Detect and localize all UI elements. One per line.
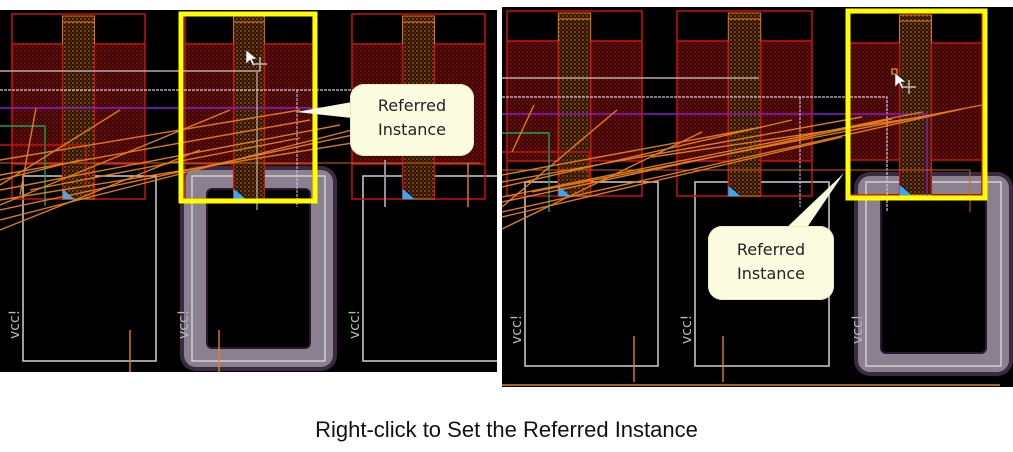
flight-line (511, 104, 535, 153)
metal-wire (502, 132, 550, 212)
flight-line (502, 116, 863, 183)
pin-marker-icon (233, 189, 246, 199)
figure-caption: Right-click to Set the Referred Instance (315, 417, 698, 442)
pin-box-outline (22, 175, 157, 362)
flight-line (29, 137, 301, 191)
referred-instance-callout: Referred Instance (350, 84, 474, 156)
cell-instance[interactable] (506, 10, 643, 197)
poly-gate (727, 12, 762, 197)
vcc-pin-box[interactable]: vcc! (176, 166, 337, 371)
metal-wire (502, 113, 928, 197)
cell-instance[interactable] (676, 10, 813, 197)
pin-label: vcc! (7, 310, 23, 339)
layout-canvas-after[interactable]: vcc! vcc! vcc! Referred Instance (502, 7, 1013, 387)
poly-gate (899, 14, 932, 196)
mouse-cursor-icon (894, 72, 907, 90)
pin-label: vcc! (509, 315, 525, 344)
layout-view-after[interactable]: vcc! vcc! vcc! (502, 7, 1013, 387)
callout-pointer (782, 173, 844, 232)
flight-line (19, 107, 37, 196)
layout-canvas-before[interactable]: vcc! vcc! vcc! Referred Instance (0, 10, 497, 372)
flight-line (0, 109, 301, 161)
flight-line (502, 109, 618, 208)
layout-view-before[interactable]: vcc! vcc! vcc! (0, 10, 497, 372)
referred-instance-highlight[interactable] (845, 8, 988, 201)
pin-label: vcc! (347, 310, 363, 339)
pin-box-outline (865, 181, 1002, 367)
flight-line (0, 124, 341, 191)
callout-pointer (296, 102, 352, 118)
pin-marker-icon (728, 186, 741, 196)
mouse-cursor-icon (245, 49, 258, 67)
pin-marker-icon (899, 185, 912, 195)
pin-marker-icon (558, 186, 571, 196)
referred-instance-highlight[interactable] (178, 11, 318, 204)
flight-line (0, 109, 231, 206)
pin-label: vcc! (679, 315, 695, 344)
pin-box-outline (362, 175, 497, 362)
flight-line (502, 108, 963, 213)
metal-wire (502, 151, 590, 187)
callout-line-2: Instance (736, 264, 806, 283)
callout-line-1: Referred (377, 96, 447, 115)
metal-wire (0, 125, 46, 206)
pin-label: vcc! (850, 315, 866, 344)
pointer-hotspot (891, 68, 898, 75)
vcc-pin-box[interactable]: vcc! (347, 175, 497, 362)
flight-line (0, 159, 81, 181)
cell-instance[interactable] (848, 12, 983, 196)
flight-line (502, 126, 763, 176)
move-cursor-icon (253, 57, 267, 71)
flight-line (651, 116, 923, 158)
callout-line-2: Instance (377, 120, 447, 139)
pin-box-interior (882, 196, 985, 352)
pin-marker-icon (402, 189, 415, 199)
callout-line-1: Referred (736, 240, 806, 259)
pin-box-outline (524, 181, 659, 367)
referred-instance-callout: Referred Instance (708, 226, 834, 300)
flight-line (502, 119, 793, 188)
vcc-pin-box[interactable]: vcc! (850, 172, 1013, 376)
flight-line (0, 119, 311, 176)
move-cursor-icon (902, 80, 916, 94)
pin-box-interior (208, 190, 309, 347)
flight-line (0, 109, 121, 186)
pin-label: vcc! (176, 310, 192, 339)
vcc-pin-box[interactable]: vcc! (509, 181, 659, 367)
metal-wire (502, 96, 888, 212)
flight-line (502, 136, 843, 218)
flight-line (502, 111, 923, 198)
